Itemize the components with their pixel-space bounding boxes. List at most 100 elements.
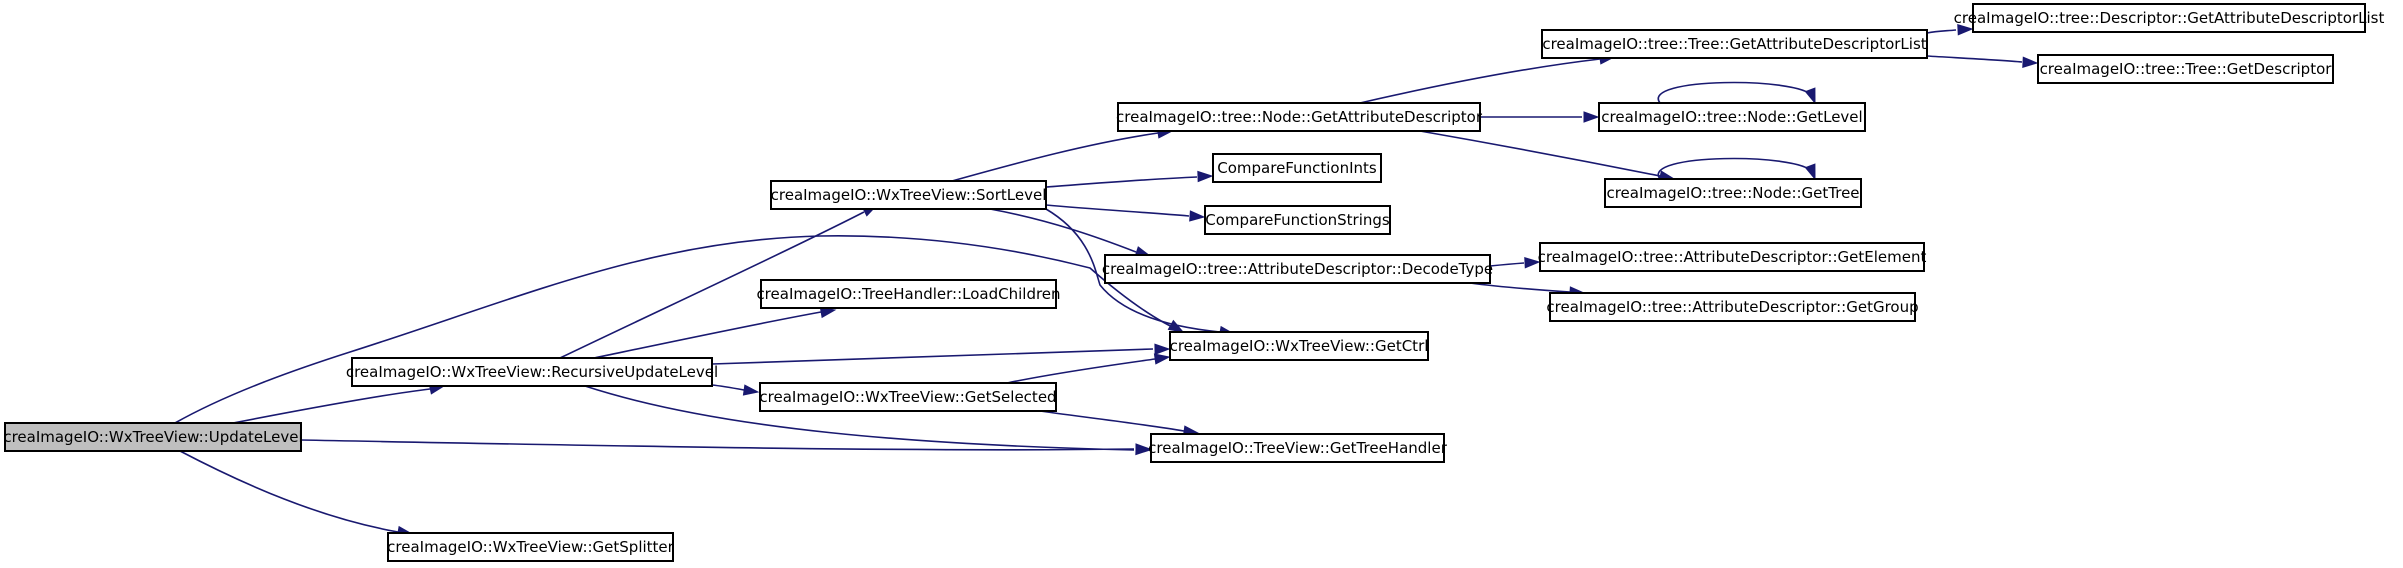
node-box[interactable] xyxy=(1539,242,1925,272)
edge-line xyxy=(1926,29,1957,34)
node-box[interactable] xyxy=(1212,153,1382,183)
edge-arrowhead xyxy=(1189,210,1206,222)
node-getgroup[interactable]: creaImageIO::tree::AttributeDescriptor::… xyxy=(1546,292,1919,322)
edge-arrowhead xyxy=(2022,56,2039,68)
edge-nodegetattrdesc-to-treegetattrdesclist xyxy=(1359,53,1616,104)
edge-arrowhead xyxy=(742,384,760,396)
edge-line xyxy=(584,385,1135,451)
node-box[interactable] xyxy=(1150,433,1445,463)
edge-arrowhead xyxy=(1153,353,1171,365)
node-box[interactable] xyxy=(770,180,1047,210)
node-label: creaImageIO::tree::Node::GetTree xyxy=(1606,184,1859,202)
edge-line xyxy=(1039,410,1185,432)
edge-line xyxy=(989,208,1137,253)
node-box[interactable] xyxy=(351,357,713,387)
node-label: creaImageIO::TreeHandler::LoadChildren xyxy=(756,285,1060,303)
edge-line xyxy=(1489,262,1525,267)
node-label: CompareFunctionStrings xyxy=(1205,211,1390,229)
node-loadchildren[interactable]: creaImageIO::TreeHandler::LoadChildren xyxy=(756,279,1061,309)
node-box[interactable] xyxy=(1972,3,2366,33)
edge-line xyxy=(1926,55,2023,63)
edge-line xyxy=(559,211,865,359)
node-treegetattrdesclist[interactable]: creaImageIO::tree::Tree::GetAttributeDes… xyxy=(1541,29,1928,59)
node-label: creaImageIO::tree::Tree::GetDescriptor xyxy=(2040,60,2333,78)
node-label: creaImageIO::TreeView::GetTreeHandler xyxy=(1148,439,1448,457)
edge-line xyxy=(1657,157,1813,180)
node-label: creaImageIO::tree::AttributeDescriptor::… xyxy=(1546,298,1918,316)
node-label: creaImageIO::WxTreeView::SortLevel xyxy=(771,186,1047,204)
node-box[interactable] xyxy=(4,422,302,452)
node-updatelevel[interactable]: creaImageIO::WxTreeView::UpdateLevel xyxy=(3,422,303,452)
node-box[interactable] xyxy=(1169,331,1429,361)
node-decodetype[interactable]: creaImageIO::tree::AttributeDescriptor::… xyxy=(1102,254,1493,284)
node-label: creaImageIO::tree::Node::GetAttributeDes… xyxy=(1116,108,1483,126)
edge-line xyxy=(1359,58,1601,104)
node-label: creaImageIO::tree::AttributeDescriptor::… xyxy=(1102,260,1493,278)
edge-line xyxy=(1045,176,1198,188)
edge-line xyxy=(1006,358,1156,384)
edge-sortlevel-to-decodetype xyxy=(989,208,1152,257)
nodes-layer: creaImageIO::WxTreeView::UpdateLevelcrea… xyxy=(3,3,2385,562)
node-treegetdescriptor[interactable]: creaImageIO::tree::Tree::GetDescriptor xyxy=(2037,54,2334,84)
edge-arrowhead xyxy=(1804,87,1816,105)
node-recursive[interactable]: creaImageIO::WxTreeView::RecursiveUpdate… xyxy=(346,357,718,387)
edge-nodegettree-to-nodegettree xyxy=(1657,157,1816,181)
edge-recursive-to-gettreehandler xyxy=(584,385,1152,456)
edge-nodegetlevel-to-nodegetlevel xyxy=(1657,81,1816,105)
node-label: creaImageIO::tree::AttributeDescriptor::… xyxy=(1538,248,1927,266)
edge-recursive-to-getctrl xyxy=(711,343,1171,365)
node-getelement[interactable]: creaImageIO::tree::AttributeDescriptor::… xyxy=(1538,242,1927,272)
node-getselected[interactable]: creaImageIO::WxTreeView::GetSelected xyxy=(759,382,1057,412)
edge-arrowhead xyxy=(1804,163,1816,181)
edge-line xyxy=(593,311,822,359)
node-getctrl[interactable]: creaImageIO::WxTreeView::GetCtrl xyxy=(1169,331,1429,361)
edge-updatelevel-to-getsplitter xyxy=(179,450,414,538)
node-box[interactable] xyxy=(760,279,1057,309)
node-box[interactable] xyxy=(2037,54,2334,84)
edge-arrowhead xyxy=(1583,111,1600,123)
edge-sortlevel-to-cmpints xyxy=(1045,170,1214,188)
node-box[interactable] xyxy=(1598,102,1866,132)
node-descgetattrdesclist[interactable]: creaImageIO::tree::Descriptor::GetAttrib… xyxy=(1954,3,2385,33)
node-label: CompareFunctionInts xyxy=(1217,159,1377,177)
edge-line xyxy=(1045,204,1190,217)
node-cmpints[interactable]: CompareFunctionInts xyxy=(1212,153,1382,183)
edge-arrowhead xyxy=(1197,170,1214,183)
node-label: creaImageIO::tree::Tree::GetAttributeDes… xyxy=(1542,35,1926,53)
node-label: creaImageIO::tree::Descriptor::GetAttrib… xyxy=(1954,9,2385,27)
edge-line xyxy=(300,439,1135,451)
edge-line xyxy=(1657,81,1813,104)
node-nodegetlevel[interactable]: creaImageIO::tree::Node::GetLevel xyxy=(1598,102,1866,132)
node-box[interactable] xyxy=(1104,254,1491,284)
node-box[interactable] xyxy=(1541,29,1928,59)
node-label: creaImageIO::tree::Node::GetLevel xyxy=(1601,108,1862,126)
edge-recursive-to-loadchildren xyxy=(593,306,837,359)
edge-arrowhead xyxy=(1135,443,1152,456)
node-getsplitter[interactable]: creaImageIO::WxTreeView::GetSplitter xyxy=(387,532,675,562)
edge-recursive-to-getselected xyxy=(711,384,760,396)
edge-arrowhead xyxy=(1154,343,1171,355)
node-box[interactable] xyxy=(1117,102,1481,132)
edge-nodegetattrdesc-to-nodegetlevel xyxy=(1480,111,1600,123)
edge-line xyxy=(1045,208,1221,333)
edge-line xyxy=(711,384,745,391)
node-nodegettree[interactable]: creaImageIO::tree::Node::GetTree xyxy=(1604,178,1862,208)
node-sortlevel[interactable]: creaImageIO::WxTreeView::SortLevel xyxy=(770,180,1047,210)
node-label: creaImageIO::WxTreeView::RecursiveUpdate… xyxy=(346,363,718,381)
node-box[interactable] xyxy=(1549,292,1916,322)
node-gettreehandler[interactable]: creaImageIO::TreeView::GetTreeHandler xyxy=(1148,433,1448,463)
edge-line xyxy=(951,132,1159,182)
node-box[interactable] xyxy=(1604,178,1862,208)
node-box[interactable] xyxy=(387,532,674,562)
node-cmpstrings[interactable]: CompareFunctionStrings xyxy=(1204,205,1391,235)
edge-updatelevel-to-recursive xyxy=(232,383,446,424)
edge-arrowhead xyxy=(1957,24,1974,36)
node-nodegetattrdesc[interactable]: creaImageIO::tree::Node::GetAttributeDes… xyxy=(1116,102,1483,132)
edge-line xyxy=(1419,130,1661,177)
node-box[interactable] xyxy=(1204,205,1391,235)
edge-line xyxy=(1469,282,1571,293)
edge-sortlevel-to-nodegetattrdesc xyxy=(951,127,1174,182)
node-box[interactable] xyxy=(759,382,1057,412)
edge-sortlevel-to-cmpstrings xyxy=(1045,204,1206,222)
